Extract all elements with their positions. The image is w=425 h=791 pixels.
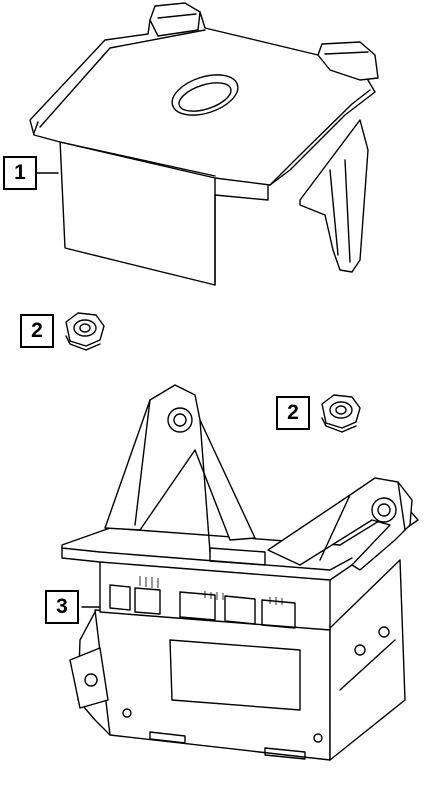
module-part xyxy=(61,384,419,761)
nut-right xyxy=(321,394,361,433)
callout-3-label: 3 xyxy=(56,595,68,618)
callout-2-right: 2 xyxy=(276,396,310,430)
callout-2-left-label: 2 xyxy=(31,319,43,342)
callout-1-label: 1 xyxy=(14,161,26,184)
callout-1: 1 xyxy=(3,156,37,190)
callout-2-left: 2 xyxy=(20,314,54,348)
nut-left xyxy=(65,312,105,351)
callout-3: 3 xyxy=(45,590,79,624)
callout-2-right-label: 2 xyxy=(287,401,299,424)
cover-part xyxy=(29,2,379,286)
